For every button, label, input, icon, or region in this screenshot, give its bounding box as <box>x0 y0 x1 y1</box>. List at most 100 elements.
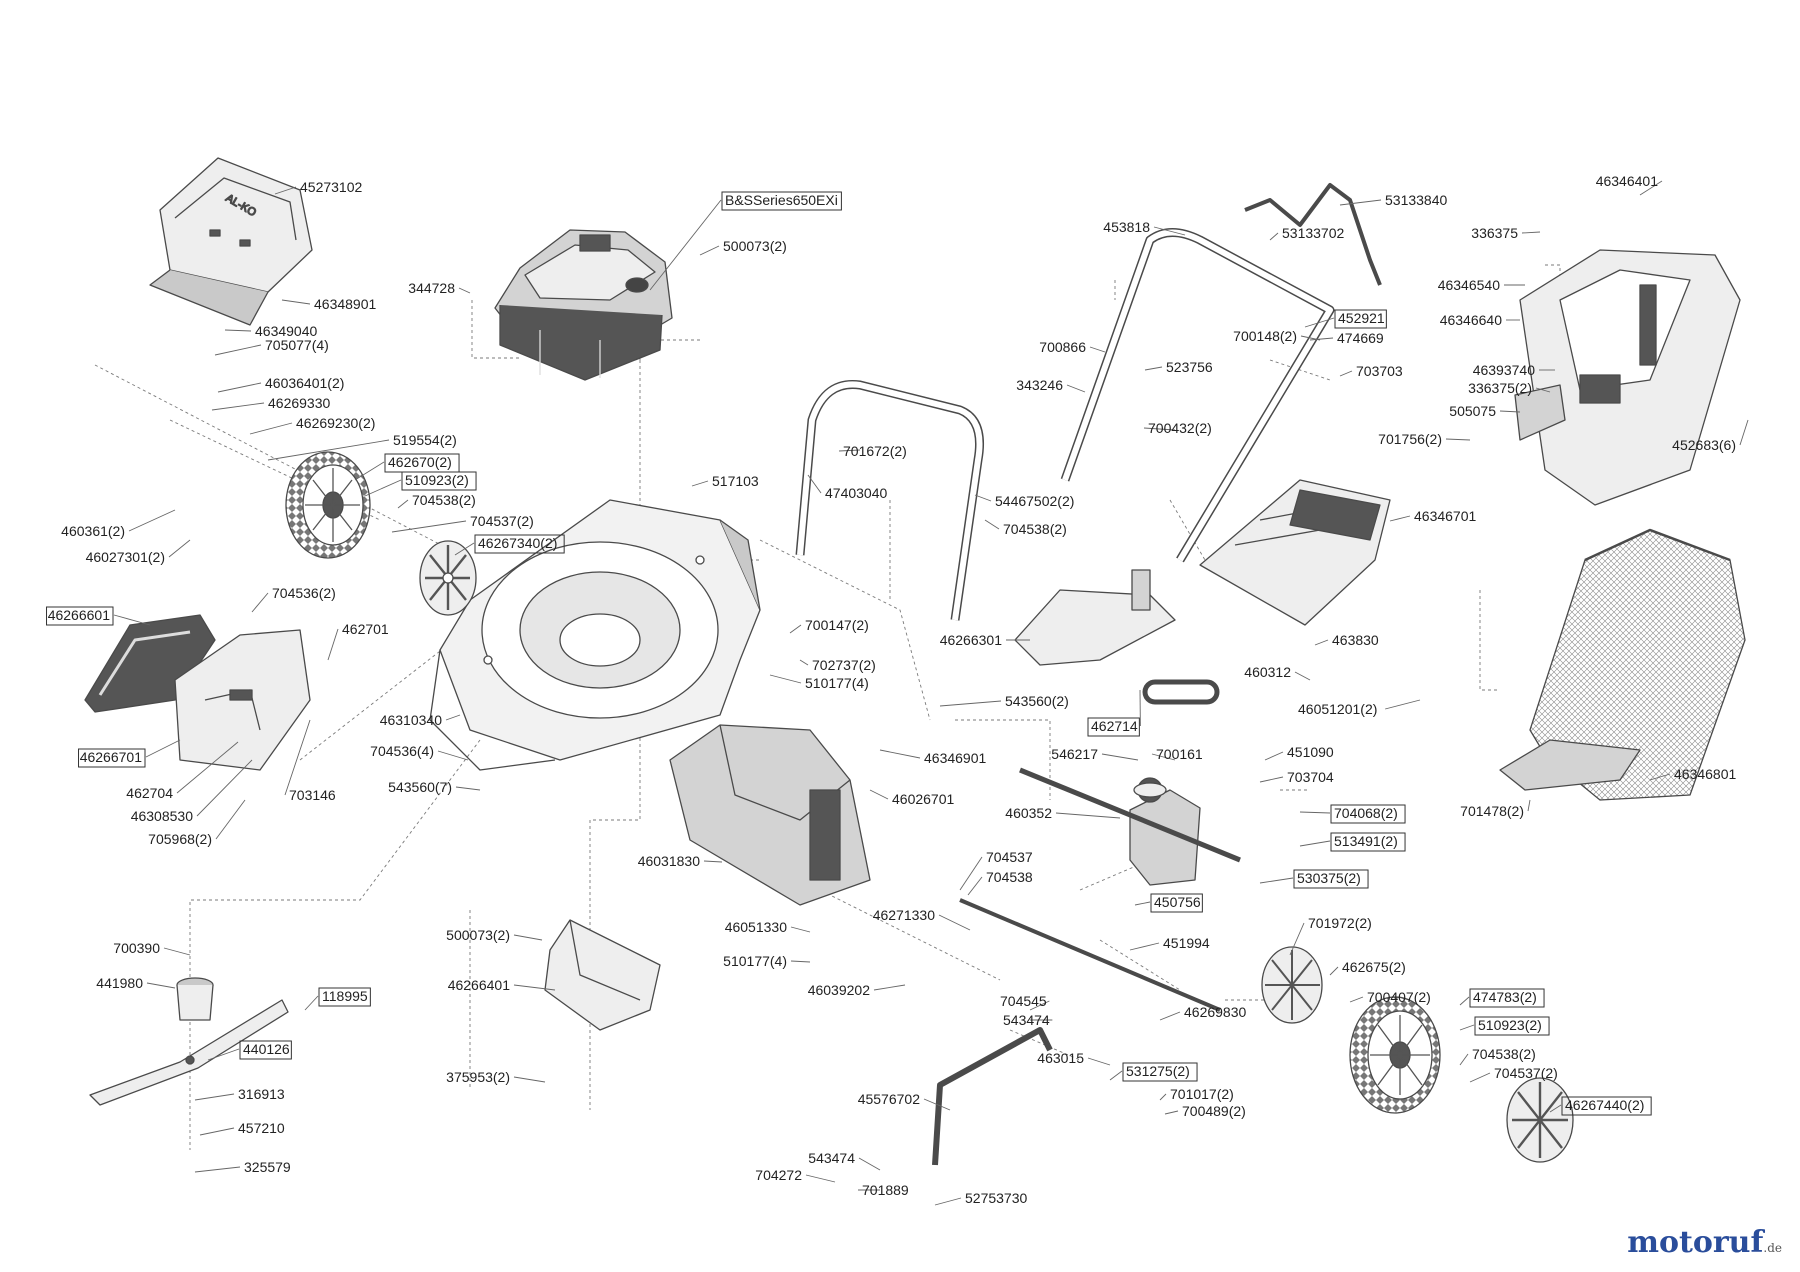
part-number-label: 46393740 <box>1473 362 1536 378</box>
leader-line <box>194 1093 235 1101</box>
leader-line <box>1153 226 1186 236</box>
part-number-label: 463830 <box>1332 632 1379 648</box>
part-number-label: 474669 <box>1337 330 1384 346</box>
leader-line <box>934 1197 962 1206</box>
leader-line <box>458 287 471 294</box>
leader-line <box>1294 671 1311 681</box>
blade-adapter-drawing <box>176 977 214 1021</box>
leader-line <box>176 741 239 794</box>
leader-line <box>1159 1093 1167 1101</box>
rear-flap-drawing <box>1514 249 1741 506</box>
leader-line <box>967 876 983 896</box>
leader-line <box>224 329 252 332</box>
part-number-box <box>318 987 371 1007</box>
part-number-box <box>401 471 477 491</box>
part-number-label: 702737(2) <box>812 657 876 673</box>
leader-line <box>1164 1110 1179 1115</box>
rear-right-wheel-drawing <box>1349 996 1441 1114</box>
part-number-label: 704538(2) <box>1472 1046 1536 1062</box>
bail-drawing <box>1244 183 1382 286</box>
leader-line <box>214 344 262 356</box>
gearbox-drawing <box>1129 777 1201 886</box>
leader-line <box>1129 942 1160 951</box>
leader-line <box>146 982 176 989</box>
hubcap-left-drawing <box>419 540 477 616</box>
leader-line <box>1549 1104 1562 1113</box>
drive-shaft-drawing <box>1019 767 1241 863</box>
part-number-label: 453818 <box>1103 219 1150 235</box>
leader-line <box>703 860 723 863</box>
leader-line <box>513 934 543 941</box>
part-number-label: 462704 <box>126 785 173 801</box>
leader-line <box>454 542 475 556</box>
leader-line <box>1101 753 1139 761</box>
part-number-label: 700390 <box>113 940 160 956</box>
leader-line <box>1339 370 1353 377</box>
part-number-label: 704545 <box>1000 993 1047 1009</box>
leader-line <box>769 674 802 684</box>
leader-line <box>455 786 481 791</box>
leader-line <box>858 1157 881 1171</box>
deflector-drawing <box>544 919 661 1031</box>
leader-line <box>838 449 861 452</box>
leader-line <box>1329 966 1339 976</box>
leader-line <box>1159 1011 1181 1021</box>
leader-line <box>251 592 269 613</box>
part-number-label: 46346401 <box>1596 173 1659 189</box>
part-number-label: 704537(2) <box>470 513 534 529</box>
leader-line <box>196 759 253 817</box>
leader-line <box>194 1166 241 1173</box>
part-number-label: 452683(6) <box>1672 437 1736 453</box>
part-number-label: 701889 <box>862 1182 909 1198</box>
part-number-label: 452921 <box>1338 310 1385 326</box>
part-number-label: 46266401 <box>448 977 511 993</box>
lower-handle-drawing <box>795 379 984 621</box>
leader-line <box>1299 840 1331 847</box>
part-number-label: 704538(2) <box>1003 521 1067 537</box>
part-number-label: 704537 <box>986 849 1033 865</box>
part-number-label: 700407(2) <box>1367 989 1431 1005</box>
part-number-label: 701478(2) <box>1460 803 1524 819</box>
part-number-label: 500073(2) <box>446 927 510 943</box>
part-number-label: 505075 <box>1449 403 1496 419</box>
drive-belt-drawing <box>1142 679 1220 705</box>
leader-line <box>1289 922 1305 956</box>
part-number-label: 510923(2) <box>1478 1017 1542 1033</box>
part-number-label: 543560(2) <box>1005 693 1069 709</box>
part-number-label: 704537(2) <box>1494 1065 1558 1081</box>
part-number-box <box>474 534 565 554</box>
part-number-label: 701756(2) <box>1378 431 1442 447</box>
part-number-label: 46308530 <box>131 808 194 824</box>
part-number-box <box>1150 893 1203 913</box>
deck-drawing <box>429 499 761 771</box>
leader-line <box>699 245 720 256</box>
part-number-label: 703146 <box>289 787 336 803</box>
part-number-label: 705077(4) <box>265 337 329 353</box>
leader-line <box>1029 1000 1050 1011</box>
part-number-label: 46031830 <box>638 853 701 869</box>
leader-line <box>1055 812 1121 819</box>
leader-line <box>1499 410 1521 413</box>
part-number-box <box>1330 804 1406 824</box>
part-number-label: 700432(2) <box>1148 420 1212 436</box>
part-number-label: 450756 <box>1154 894 1201 910</box>
part-number-box <box>1334 309 1387 329</box>
leader-line <box>1385 699 1421 710</box>
part-number-label: 46346640 <box>1440 312 1503 328</box>
part-number-label: 46267340(2) <box>478 535 557 551</box>
leader-line <box>1445 438 1471 441</box>
part-number-label: 46269330 <box>268 395 331 411</box>
part-number-label: 519554(2) <box>393 432 457 448</box>
part-number-label: 46266601 <box>48 607 111 623</box>
part-number-box <box>239 1040 292 1060</box>
logo-tld: .de <box>1763 1241 1782 1255</box>
part-number-label: 451090 <box>1287 744 1334 760</box>
part-number-label: 46348901 <box>314 296 377 312</box>
part-number-label: 52753730 <box>965 1190 1028 1206</box>
leader-line <box>128 509 176 532</box>
leader-line <box>327 628 339 661</box>
part-number-label: 704272 <box>755 1167 802 1183</box>
part-number-box <box>46 606 114 626</box>
leader-line <box>391 520 467 533</box>
part-number-label: 462670(2) <box>388 454 452 470</box>
